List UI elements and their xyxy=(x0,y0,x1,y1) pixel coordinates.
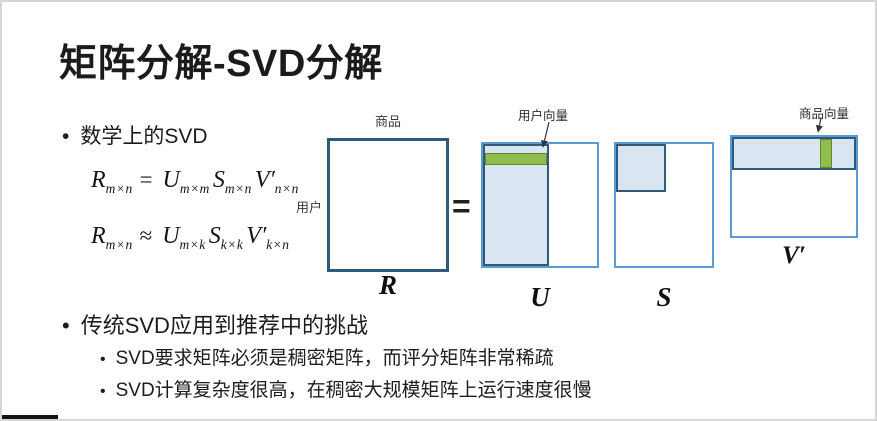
matrix-s-label: S xyxy=(656,282,672,312)
formula-sub-kk: k×k xyxy=(220,236,244,252)
r-matrix-row-label: 用户 xyxy=(296,200,323,215)
r-matrix-column-label: 商品 xyxy=(374,114,401,129)
item-vector-highlight xyxy=(820,139,832,168)
matrix-v-dense-band xyxy=(732,137,856,170)
formula-var-U: U xyxy=(162,167,180,193)
bullet-dot: • xyxy=(100,383,106,400)
formula-sub-mn: m×n xyxy=(105,180,133,196)
matrix-v xyxy=(730,135,858,238)
matrix-r xyxy=(327,138,449,272)
bullet-dot: • xyxy=(62,125,70,148)
sub-bullet-sparse-matrix: • SVD要求矩阵必须是稠密矩阵，而评分矩阵非常稀疏 xyxy=(100,343,554,370)
formula-sub-mm: m×m xyxy=(179,180,210,196)
equals-operator: = xyxy=(139,167,153,192)
formula-var-R: R xyxy=(91,167,106,193)
bullet-svd-challenges-label: 传统SVD应用到推荐中的挑战 xyxy=(80,313,368,338)
bottom-edge-mark xyxy=(2,415,58,419)
formula-sub-mn: m×n xyxy=(105,236,133,252)
matrix-u-label: U xyxy=(530,282,550,312)
formula-var-S: S xyxy=(212,167,225,193)
sub-bullet-sparse-matrix-text: SVD要求矩阵必须是稠密矩阵，而评分矩阵非常稀疏 xyxy=(115,348,554,369)
user-vector-arrow-icon xyxy=(541,121,550,148)
bullet-dot: • xyxy=(62,313,70,338)
formula-sub-mn2: m×n xyxy=(224,180,252,196)
bullet-svd-challenges: • 传统SVD应用到推荐中的挑战 xyxy=(62,308,368,340)
matrix-r-label: R xyxy=(378,270,397,300)
page-title: 矩阵分解-SVD分解 xyxy=(59,43,383,85)
sub-bullet-complexity-text: SVD计算复杂度很高，在稠密大规模矩阵上运行速度很慢 xyxy=(115,380,592,401)
matrix-u-dense-block xyxy=(483,144,549,266)
matrix-s xyxy=(614,142,714,268)
bullet-math-svd-label: 数学上的SVD xyxy=(80,125,208,148)
approx-operator: ≈ xyxy=(139,223,153,248)
formula-sub-nn: n×n xyxy=(274,180,299,196)
bullet-dot: • xyxy=(100,351,106,368)
formula-var-V: V′ xyxy=(246,223,267,249)
formula-sub-kn: k×n xyxy=(266,236,290,252)
equals-sign: = xyxy=(452,188,471,224)
matrix-u xyxy=(481,142,599,268)
formula-var-S: S xyxy=(208,223,221,249)
bullet-math-svd: • 数学上的SVD xyxy=(62,120,208,150)
matrix-v-label: V′ xyxy=(782,242,806,269)
formula-sub-mk: m×k xyxy=(179,236,206,252)
formula-var-V: V′ xyxy=(254,167,275,193)
user-vector-highlight xyxy=(485,153,547,165)
item-vector-arrow-icon xyxy=(815,117,823,133)
matrix-s-singular-block xyxy=(616,144,666,192)
user-vector-callout: 用户向量 xyxy=(518,109,569,123)
formula-var-R: R xyxy=(91,223,106,249)
sub-bullet-complexity: • SVD计算复杂度很高，在稠密大规模矩阵上运行速度很慢 xyxy=(100,375,592,402)
formula-var-U: U xyxy=(162,223,180,249)
item-vector-callout: 商品向量 xyxy=(799,107,850,121)
